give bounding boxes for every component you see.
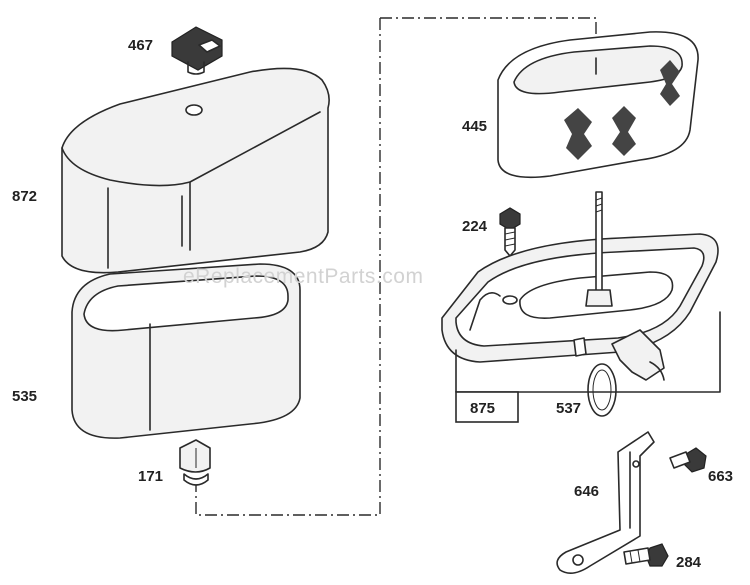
part-224-bolt[interactable] xyxy=(499,207,521,257)
label-663: 663 xyxy=(708,468,733,485)
label-284: 284 xyxy=(676,554,702,571)
label-224: 224 xyxy=(462,218,488,235)
part-284-screw[interactable] xyxy=(623,543,669,567)
part-872-cover[interactable] xyxy=(61,67,330,274)
part-467-knob[interactable] xyxy=(171,26,223,75)
part-663-screw[interactable] xyxy=(669,447,707,473)
label-171: 171 xyxy=(138,468,163,485)
label-875: 875 xyxy=(470,400,495,417)
label-872: 872 xyxy=(12,188,37,205)
label-535: 535 xyxy=(12,388,37,405)
part-875-base-assembly[interactable] xyxy=(441,191,721,417)
label-467: 467 xyxy=(128,37,153,54)
watermark-text: eReplacementParts.com xyxy=(183,265,423,288)
part-875-box xyxy=(455,391,519,423)
part-535-precleaner[interactable] xyxy=(71,263,301,439)
label-445: 445 xyxy=(462,118,487,135)
label-537: 537 xyxy=(556,400,581,417)
label-646: 646 xyxy=(574,483,599,500)
part-646-bracket[interactable] xyxy=(556,431,655,574)
part-445-filter[interactable] xyxy=(497,31,699,179)
part-171-grommet[interactable] xyxy=(179,439,211,486)
